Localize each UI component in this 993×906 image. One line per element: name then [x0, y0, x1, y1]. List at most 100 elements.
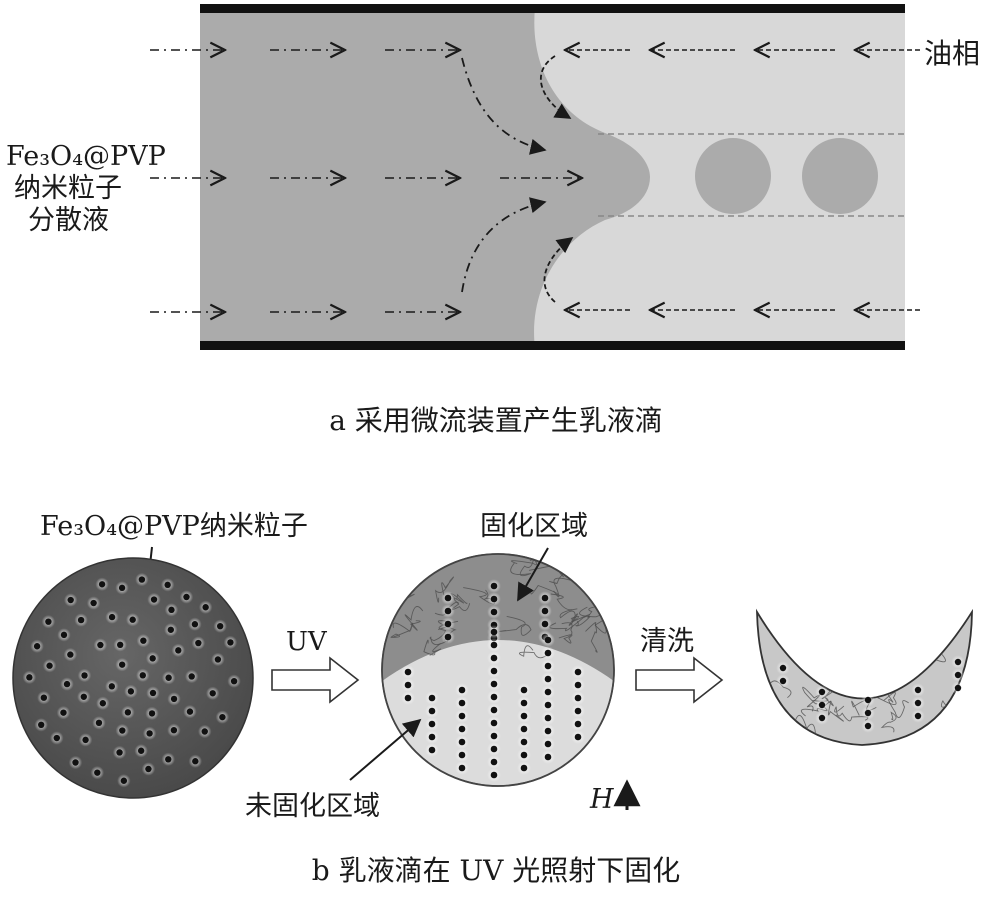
dispersion-label-line3: 分散液 — [28, 205, 109, 236]
curved-flow-arrow — [543, 237, 574, 303]
nanoparticle-dot — [113, 638, 127, 652]
sphere-body — [12, 557, 254, 799]
uv-label: UV — [286, 627, 328, 657]
nanoparticle-dot — [517, 683, 531, 697]
nanoparticle-dot — [571, 730, 585, 744]
field-indicator: H — [589, 779, 641, 815]
nanoparticle-dot — [441, 604, 455, 618]
curved-flow-arrow — [539, 55, 572, 119]
nanoparticle-dot — [34, 718, 48, 732]
nanoparticle-dot — [198, 724, 212, 739]
nanoparticle-dot — [205, 686, 220, 701]
nanoparticle-dot — [951, 655, 965, 669]
nanoparticle-dot — [487, 592, 501, 606]
nanoparticle-dot — [198, 600, 213, 614]
nanoparticle-dot — [401, 678, 415, 692]
microfluidic-channel — [200, 4, 905, 350]
nanoparticle-dot — [86, 596, 101, 610]
nanoparticle-dot — [142, 726, 157, 741]
nanoparticle-dot — [188, 617, 202, 631]
dispersed-phase-region — [200, 8, 650, 348]
nanoparticle-dot — [517, 696, 531, 710]
droplet — [695, 138, 771, 214]
nanoparticle-dot — [95, 577, 109, 591]
nanoparticle-dot — [136, 668, 150, 683]
nanoparticle-dot — [517, 709, 531, 723]
nanoparticle-dot — [571, 665, 585, 679]
nanoparticle-dot — [105, 610, 119, 624]
nanoparticle-dot — [425, 730, 439, 744]
nanoparticle-dot — [171, 643, 186, 658]
nanoparticle-dot — [455, 735, 469, 749]
nanoparticle-dot — [22, 670, 37, 685]
nanoparticle-dot — [425, 743, 439, 757]
nanoparticle-dot — [134, 744, 148, 758]
nanoparticle-dot — [78, 733, 93, 747]
nanoparticle-dot — [63, 647, 78, 662]
nanoparticle-dot — [541, 711, 555, 725]
nanoparticle-dot — [77, 690, 91, 704]
nanoparticle-dot — [136, 633, 151, 648]
nanoparticle-dot — [215, 710, 230, 724]
nanoparticle-dot — [455, 696, 469, 710]
nanoparticle-dot — [56, 705, 71, 720]
nanoparticle-dot — [401, 665, 415, 679]
nanoparticle-dot — [911, 709, 925, 723]
nanoparticle-dot — [571, 704, 585, 718]
nanoparticle-dot — [188, 754, 203, 768]
nanoparticle-dot — [541, 672, 555, 686]
nanoparticle-dot — [455, 722, 469, 736]
nanoparticle-dot — [517, 761, 531, 775]
nanoparticle-dot — [30, 639, 44, 653]
nanoparticle-dot — [487, 677, 501, 691]
panel-b-caption: b 乳液滴在 UV 光照射下固化 — [312, 854, 680, 887]
nanoparticle-dot — [96, 696, 110, 710]
nanoparticle-dot — [861, 719, 875, 733]
nanoparticle-dot — [135, 572, 149, 587]
nanoparticle-dot — [541, 659, 555, 673]
nanoparticle-dot — [213, 619, 227, 633]
channel-wall-bottom — [200, 341, 905, 350]
droplet — [802, 138, 878, 214]
nanoparticle-dot — [487, 638, 501, 652]
nanoparticle-dot — [541, 724, 555, 738]
nanoparticle-dot — [93, 638, 108, 652]
nanoparticle-dot — [487, 755, 501, 769]
nanoparticle-dot — [538, 604, 552, 618]
nanoparticle-dot — [571, 691, 585, 705]
dispersion-label-line1: Fe₃O₄@PVP — [6, 141, 166, 172]
nanoparticle-dot — [223, 635, 238, 650]
nanoparticle-dot — [42, 659, 57, 673]
sphere-outline — [381, 553, 615, 787]
nanoparticle-dot — [487, 664, 501, 678]
oil-phase-label: 油相 — [924, 37, 980, 70]
curved-flow-arrow — [461, 57, 547, 155]
junction-flow-arrows — [461, 55, 574, 303]
nanoparticle-dot — [455, 683, 469, 697]
nanoparticle-dot — [425, 691, 439, 705]
nanoparticle-dot — [487, 716, 501, 730]
nanoparticle-dot — [861, 693, 875, 707]
nanoparticle-dot — [571, 717, 585, 731]
nanoparticle-dot — [179, 590, 194, 604]
nanoparticle-dot — [815, 685, 829, 699]
nanoparticle-dot — [112, 745, 127, 760]
uncured-region-label: 未固化区域 — [245, 791, 380, 822]
nanoparticle-dot — [92, 716, 106, 730]
nanoparticle-dot — [124, 684, 138, 699]
nanoparticle-dot — [161, 752, 175, 767]
nanoparticle-dot — [487, 768, 501, 782]
nanoparticle-dot — [121, 705, 135, 720]
nanoparticle-dot — [517, 748, 531, 762]
crescent-particle — [756, 608, 973, 746]
nanoparticle-dot — [90, 765, 105, 780]
panel-a-caption: a 采用微流装置产生乳液滴 — [329, 404, 663, 437]
nanoparticle-dot — [401, 691, 415, 705]
nanoparticle-dot — [41, 614, 56, 629]
nanoparticle-dot — [425, 704, 439, 718]
dispersed-flow-arrows — [150, 50, 582, 312]
nanoparticle-dot — [74, 613, 88, 627]
nanoparticle-dot — [815, 711, 829, 725]
nanoparticle-label: Fe₃O₄@PVP纳米粒子 — [40, 511, 308, 542]
